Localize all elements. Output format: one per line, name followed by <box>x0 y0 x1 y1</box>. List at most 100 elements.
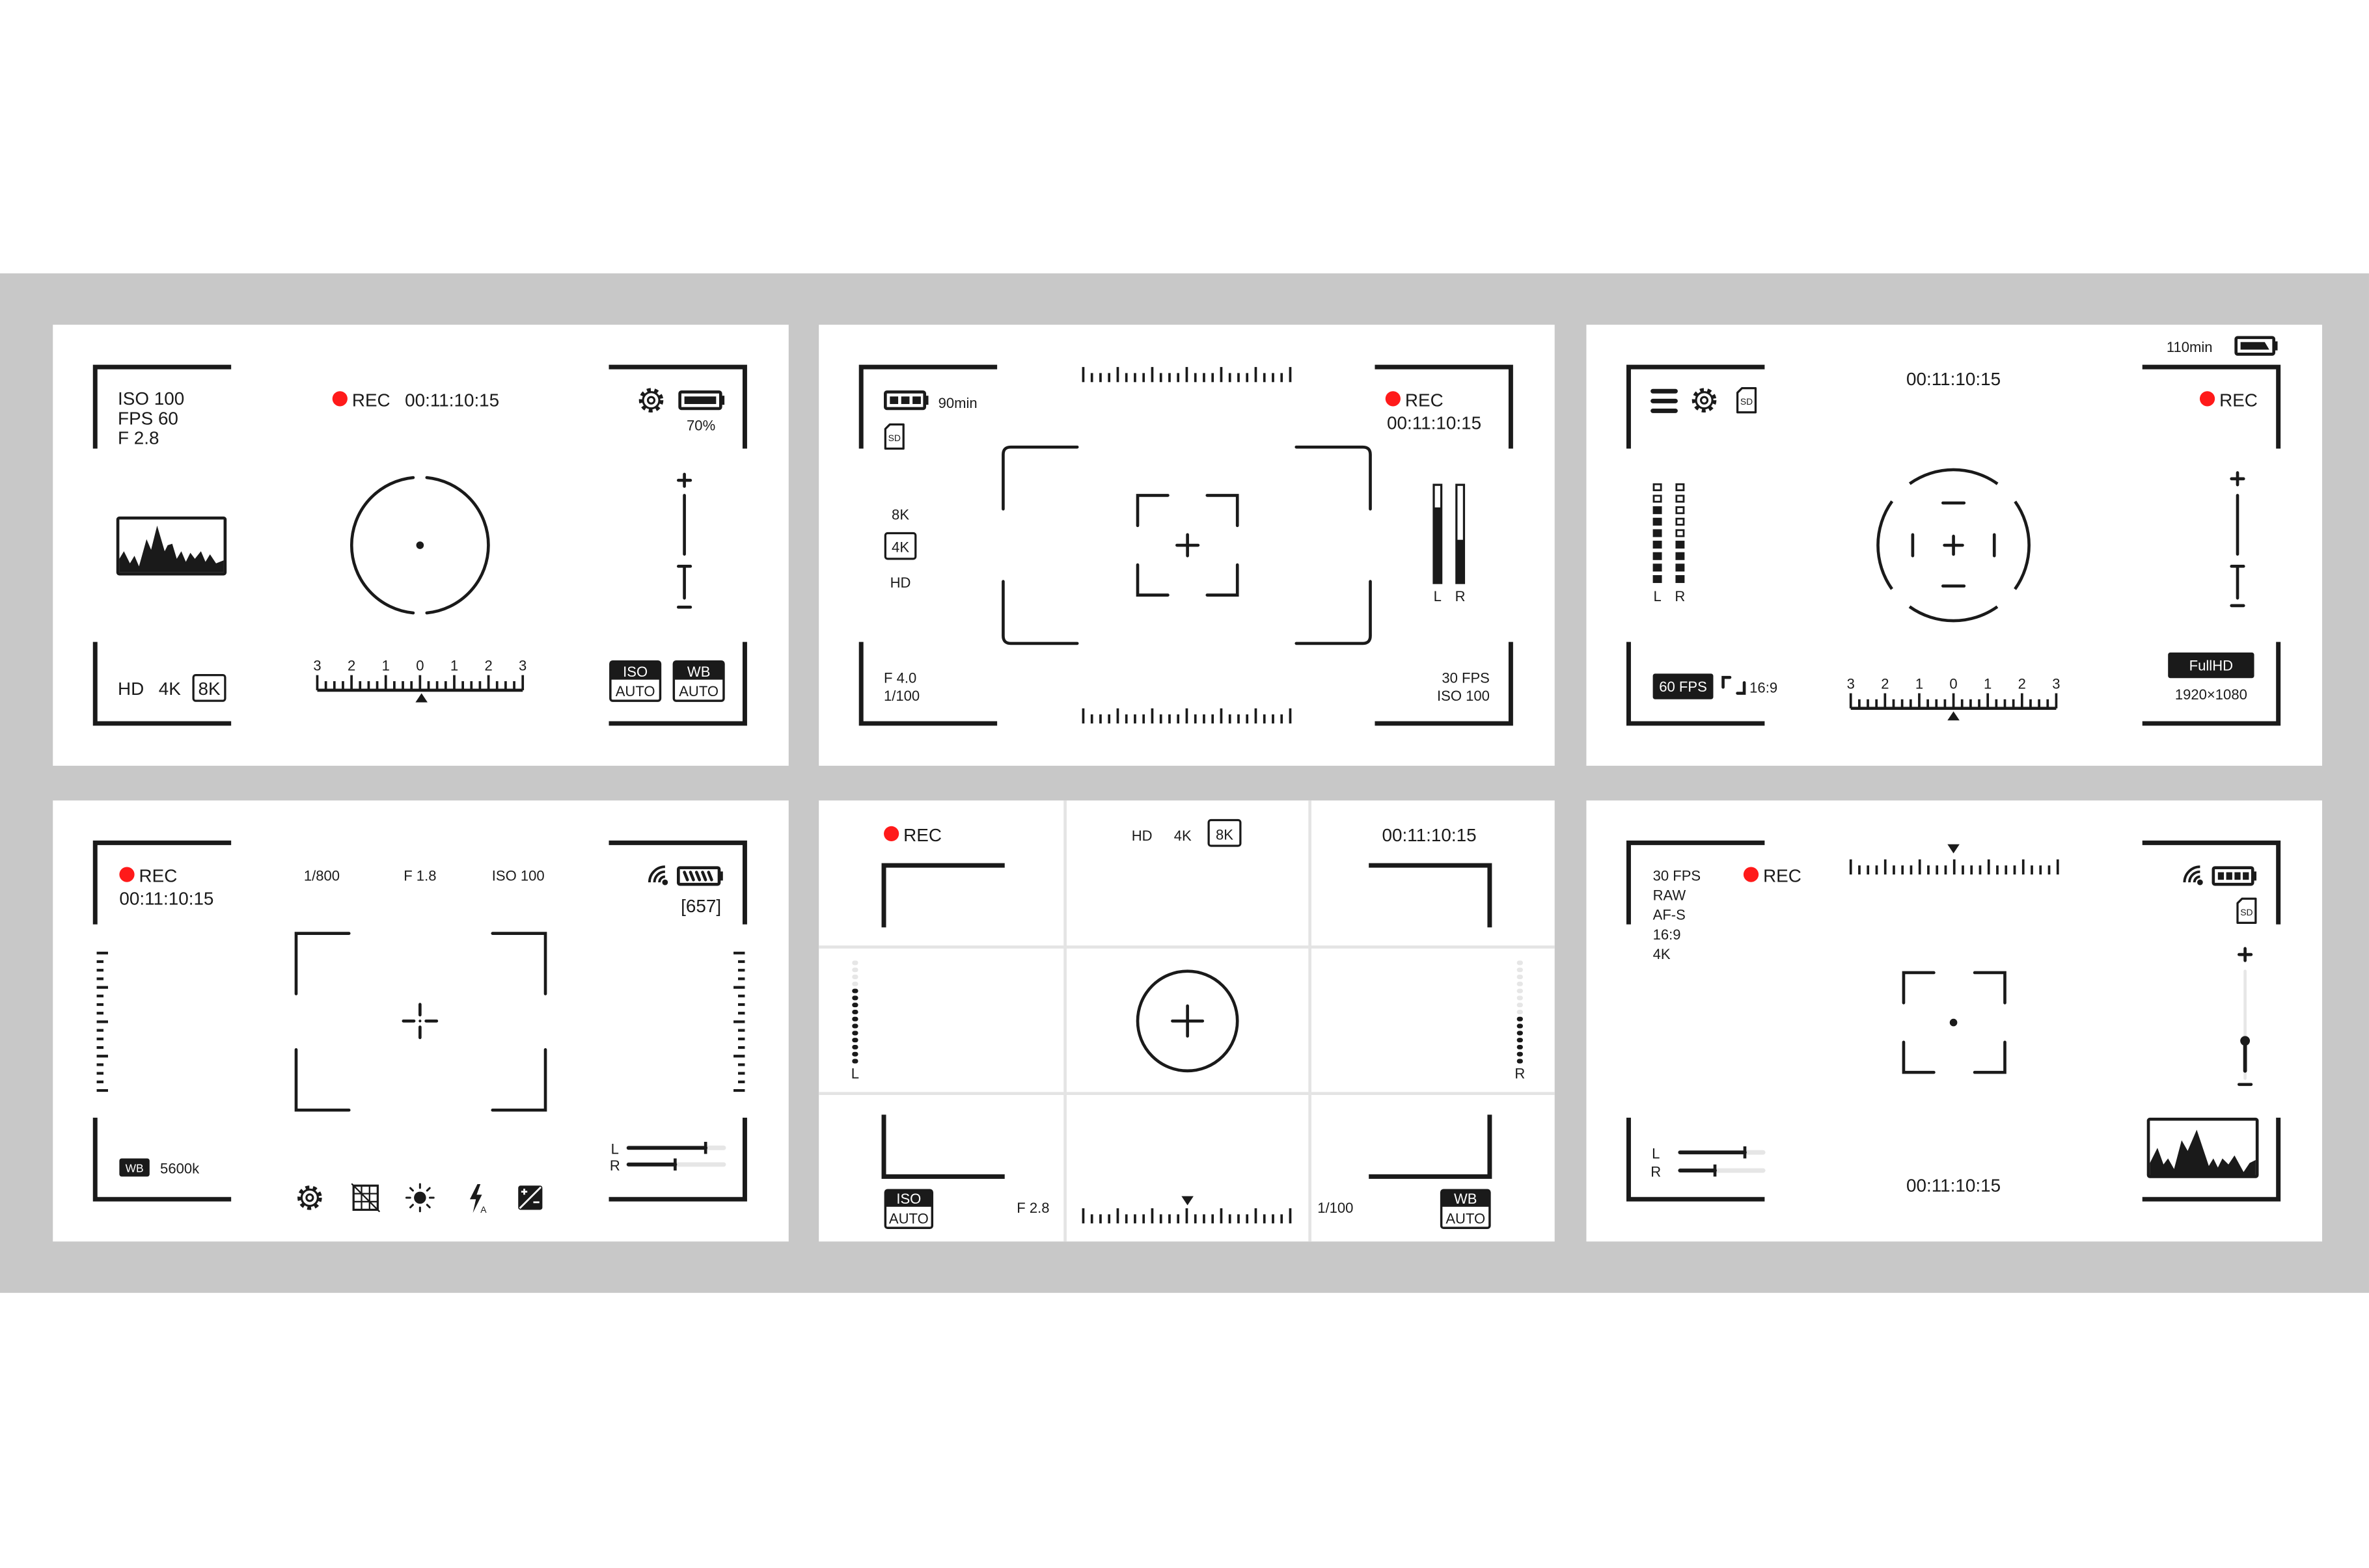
sd-card-icon <box>1736 386 1757 414</box>
iso-value[interactable]: ISO 100 <box>492 867 545 884</box>
audio-slider-left[interactable] <box>1677 1146 1766 1159</box>
exposure-compensation-icon[interactable] <box>518 1185 543 1210</box>
battery-percent: 70% <box>687 418 715 434</box>
resolution-8k[interactable]: 8K <box>1216 827 1233 843</box>
audio-right-label: R <box>1675 588 1685 604</box>
battery-icon <box>884 390 929 411</box>
meter-dot-on <box>1516 1023 1523 1029</box>
meter-dot-on <box>1516 1016 1523 1021</box>
zoom-thumb[interactable] <box>676 565 692 600</box>
fps-badge[interactable] <box>1652 673 1714 699</box>
format-badge[interactable] <box>2168 652 2254 679</box>
grid-icon[interactable] <box>351 1183 380 1212</box>
iso-auto-badge[interactable]: ISO AUTO <box>884 1189 934 1230</box>
viewfinder-panel-6: 30 FPS RAW AF-S 16:9 4K REC L R 00:11:10… <box>1586 800 2322 1242</box>
audio-meter-right <box>1455 483 1466 584</box>
meter-segment-on <box>1652 506 1662 515</box>
rec-label[interactable]: REC <box>139 866 178 886</box>
audio-right-label: R <box>1650 1163 1661 1180</box>
scale-tick-label: 0 <box>416 658 424 674</box>
viewfinder-panel-4: REC 00:11:10:15 1/800 F 1.8 ISO 100 [657… <box>53 800 789 1242</box>
audio-right-label: R <box>610 1157 620 1174</box>
scale-tick-label: 1 <box>1915 676 1923 692</box>
meter-segment-on <box>1675 563 1685 572</box>
zoom-slider[interactable] <box>676 472 692 609</box>
frame-corners <box>881 863 1492 1179</box>
zoom-slider[interactable] <box>2237 947 2253 1087</box>
rec-label[interactable]: REC <box>903 825 942 845</box>
brightness-icon[interactable] <box>405 1183 435 1213</box>
meter-dot-on <box>852 1031 858 1036</box>
shutter-value[interactable]: 1/800 <box>304 867 340 884</box>
audio-left-label: L <box>611 1141 619 1157</box>
iso-badge-bottom: AUTO <box>889 1210 929 1226</box>
resolution-8k[interactable]: 8K <box>892 507 909 523</box>
meter-dot-on <box>852 1051 858 1057</box>
wb-auto-badge[interactable]: WB AUTO <box>672 660 725 702</box>
wb-value: 5600k <box>160 1161 200 1177</box>
resolution-4k[interactable]: 4K <box>1174 828 1192 844</box>
gear-icon[interactable] <box>1694 390 1714 411</box>
focus-dot-icon <box>1949 1018 1958 1027</box>
aperture-value: F 2.8 <box>118 427 159 448</box>
flash-auto-icon[interactable]: A <box>469 1183 487 1215</box>
audio-slider-left[interactable] <box>626 1141 726 1154</box>
iso-value: ISO 100 <box>1437 688 1490 704</box>
meter-segment-on <box>1652 552 1662 560</box>
zoom-thumb[interactable] <box>2240 1036 2251 1046</box>
resolution-4k[interactable]: 4K <box>892 539 909 555</box>
menu-icon[interactable] <box>1650 388 1678 413</box>
resolution-hd[interactable]: HD <box>118 679 144 699</box>
meter-dot-on <box>852 1038 858 1043</box>
crosshair-icon <box>402 1003 439 1040</box>
battery-time: 110min <box>2167 339 2213 355</box>
meter-segment-on <box>1652 541 1662 549</box>
meter-dot-on <box>852 1044 858 1049</box>
battery-icon <box>2212 866 2257 886</box>
aperture-value: F 4.0 <box>884 669 916 686</box>
iso-auto-badge[interactable]: ISO AUTO <box>609 660 662 702</box>
meter-dot-off <box>852 967 858 973</box>
ruler-indicator-icon <box>1181 1196 1194 1206</box>
resolution-4k[interactable]: 4K <box>159 679 181 699</box>
sd-card-icon <box>2236 897 2257 925</box>
zoom-plus-icon <box>2230 471 2245 487</box>
resolution-hd[interactable]: HD <box>1132 828 1153 844</box>
meter-segment-on <box>1652 517 1662 526</box>
rec-label[interactable]: REC <box>352 390 390 410</box>
iso-badge-bottom: AUTO <box>616 683 655 699</box>
meter-dot-off <box>1516 967 1523 973</box>
meter-segment-off <box>1675 529 1685 537</box>
focus-circle <box>350 476 490 615</box>
scale-tick-label: 3 <box>2052 676 2060 692</box>
scale-tick-label: 1 <box>1984 676 1992 692</box>
rec-dot-icon <box>1743 867 1759 882</box>
zoom-slider[interactable] <box>2230 471 2245 608</box>
aperture-value[interactable]: F 1.8 <box>404 867 436 884</box>
rec-label[interactable]: REC <box>1763 866 1801 886</box>
gear-icon[interactable] <box>641 390 661 411</box>
rec-label[interactable]: REC <box>1405 390 1444 410</box>
settings-gear-icon[interactable] <box>300 1188 320 1208</box>
audio-left-label: L <box>1652 1146 1660 1162</box>
resolution-hd[interactable]: HD <box>890 574 911 591</box>
wifi-icon <box>2183 865 2204 887</box>
meter-segment-on <box>1675 552 1685 560</box>
rec-dot-icon <box>332 391 348 407</box>
wb-auto-badge[interactable]: WB AUTO <box>1440 1189 1491 1230</box>
rec-label[interactable]: REC <box>2219 390 2258 410</box>
audio-level-right <box>1675 483 1685 584</box>
bottom-ruler <box>1082 1208 1292 1224</box>
zoom-thumb[interactable] <box>2230 565 2245 600</box>
audio-slider-right[interactable] <box>626 1158 726 1171</box>
meter-dot-off <box>852 981 858 986</box>
viewfinder-panel-2: 90min 8K 4K HD F 4.0 1/100 REC 00:11:10:… <box>819 325 1555 766</box>
wb-badge[interactable] <box>119 1158 150 1177</box>
wifi-icon <box>648 865 670 887</box>
audio-slider-right[interactable] <box>1677 1164 1766 1177</box>
wb-badge-top: WB <box>1454 1191 1477 1207</box>
meter-fill <box>1456 539 1464 584</box>
focus-area-brackets <box>294 932 547 1112</box>
resolution-8k[interactable]: 8K <box>198 679 220 699</box>
